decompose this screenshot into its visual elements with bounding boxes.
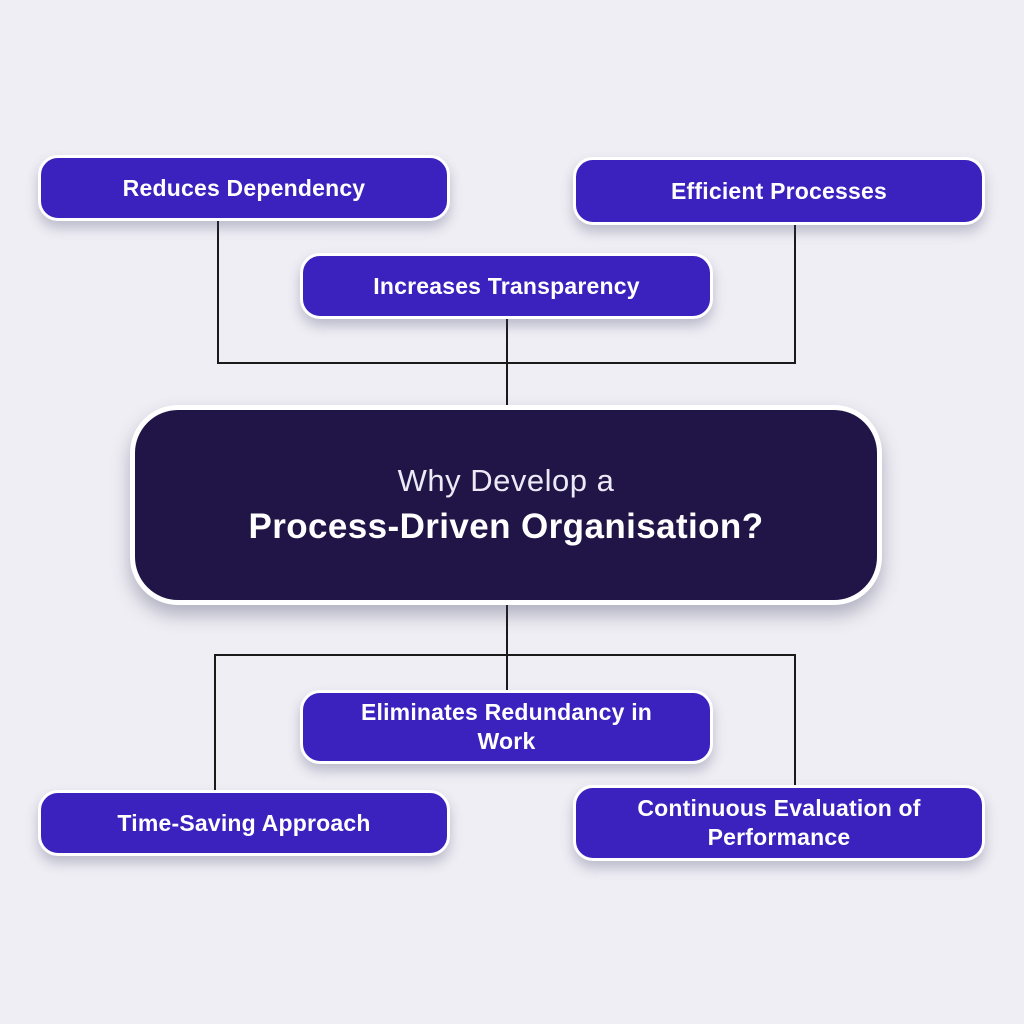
connector-line-bottom-horizontal [214, 654, 796, 656]
title-line-1: Why Develop a [397, 463, 615, 498]
connector-line-bottom-middle [506, 654, 508, 692]
title-line-2: Process-Driven Organisation? [248, 507, 764, 546]
connector-line-top-right [794, 224, 796, 363]
benefit-label: Efficient Processes [670, 177, 887, 204]
benefit-box-reduces-dependency: Reduces Dependency [38, 155, 450, 221]
benefit-box-eliminates-redundancy: Eliminates Redundancy in Work [300, 690, 713, 764]
connector-line-bottom-left [214, 654, 216, 791]
connector-line-top-left [217, 220, 219, 363]
benefit-box-increases-transparency: Increases Transparency [300, 253, 713, 319]
central-title-box: Why Develop a Process-Driven Organisatio… [130, 405, 882, 605]
benefit-label: Continuous Evaluation of Performance [637, 795, 921, 850]
connector-line-top-middle [506, 318, 508, 406]
benefit-box-efficient-processes: Efficient Processes [573, 157, 985, 225]
benefit-label: Eliminates Redundancy in Work [360, 699, 653, 754]
benefit-box-continuous-evaluation: Continuous Evaluation of Performance [573, 785, 985, 861]
benefit-label: Time-Saving Approach [117, 809, 371, 836]
connector-line-bottom-right [794, 654, 796, 786]
connector-line-center-down [506, 604, 508, 656]
benefit-box-time-saving-approach: Time-Saving Approach [38, 790, 450, 856]
benefit-label: Increases Transparency [373, 272, 640, 299]
benefit-label: Reduces Dependency [122, 174, 366, 201]
